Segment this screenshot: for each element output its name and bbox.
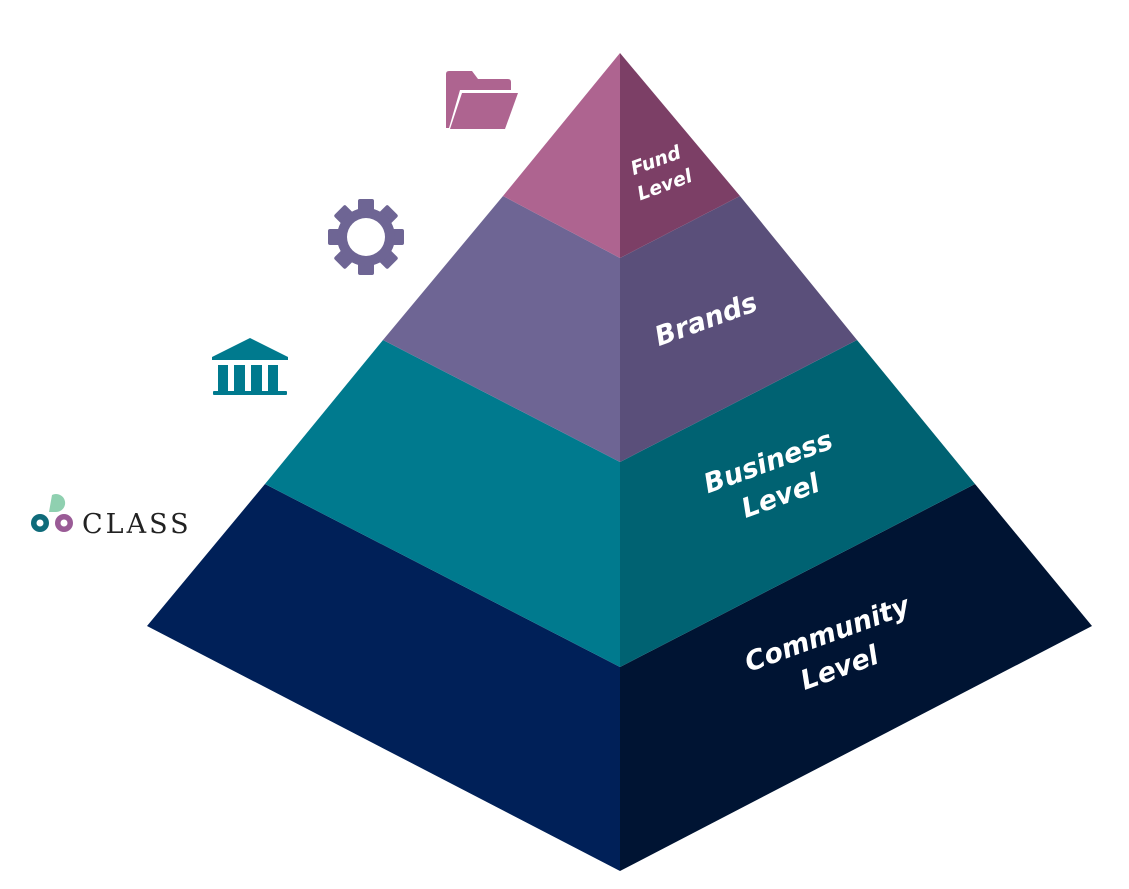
business-right-face (620, 340, 975, 667)
pyramid-level-community: Community Level (147, 484, 1092, 871)
fund-left-face (503, 53, 620, 258)
pyramid-level-business: Business Level (265, 340, 975, 667)
bank-icon (212, 338, 288, 395)
fund-right-face (620, 53, 740, 258)
business-left-face (265, 340, 620, 667)
class-logo: CLASS (31, 494, 192, 540)
gear-icon (328, 199, 404, 275)
folder-icon (446, 71, 518, 129)
pyramid-level-brands: Brands (383, 196, 857, 462)
pyramid-level-fund: Fund Level (503, 53, 740, 258)
brands-right-face (620, 196, 857, 462)
brands-left-face (383, 196, 620, 462)
community-left-face (147, 484, 620, 871)
community-right-face (620, 484, 1092, 871)
logo-text: CLASS (82, 509, 192, 540)
